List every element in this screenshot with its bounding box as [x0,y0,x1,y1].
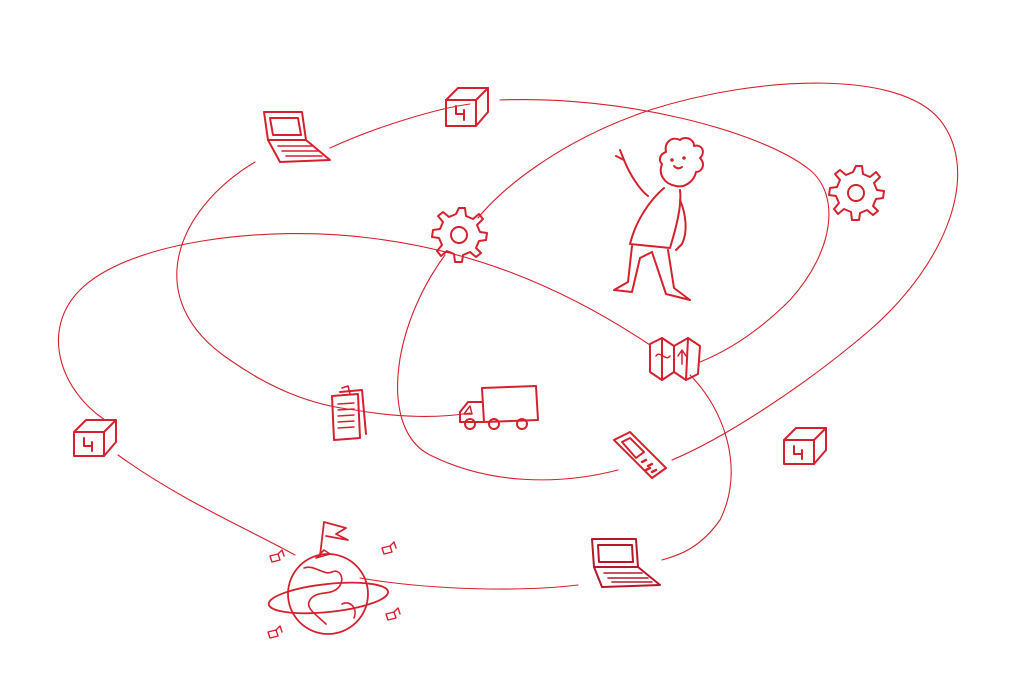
delivery-truck-icon [459,385,539,430]
orbit-upper-right [397,82,959,481]
folded-map-icon [649,337,701,381]
package-box-icon [783,427,827,465]
laptop-icon [591,538,661,588]
person-pointing-icon [613,137,704,301]
documents-icon [331,385,367,441]
laptop-icon [263,111,331,163]
handheld-scanner-icon [613,431,667,479]
gear-icon [431,207,488,263]
globe-with-flag-icon [267,521,401,639]
gear-icon [828,165,885,221]
orbit-lower-left [57,233,651,590]
orbits [57,82,959,590]
package-box-icon [445,87,489,127]
package-box-icon [73,419,117,457]
orbit-lower-right [661,374,732,561]
orbit-upper-left [176,98,830,417]
